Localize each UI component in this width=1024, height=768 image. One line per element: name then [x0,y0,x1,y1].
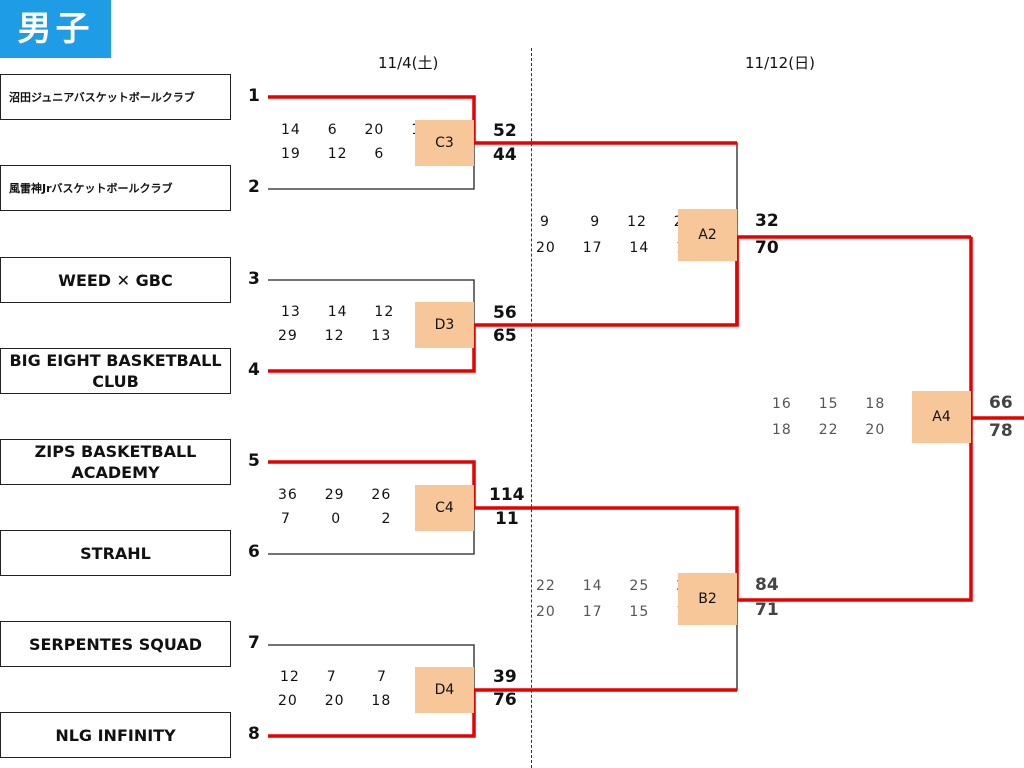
d4-score-bottom: 76 [493,690,517,710]
d3-score-bottom: 65 [493,326,517,346]
seed-1: 1 [248,86,260,106]
c3-quarters-bottom: 19 12 6 7 [281,146,435,162]
match-box-a4: A4 [912,391,971,443]
line-team7 [268,644,475,690]
match-box-a2: A2 [678,209,737,261]
team-box-1: 沼田ジュニアバスケットボールクラブ [0,74,231,120]
match-box-d4: D4 [415,667,474,713]
team-box-4: BIG EIGHT BASKETBALL CLUB [0,348,231,394]
team-box-5: ZIPS BASKETBALL ACADEMY [0,439,231,485]
b2-score-bottom: 71 [755,600,779,620]
seed-8: 8 [248,724,260,744]
a4-quarters-top: 16 15 18 17 [772,396,932,412]
match-box-d3: D3 [415,302,474,348]
round-divider [531,48,532,768]
d4-quarters-bottom: 20 20 18 18 [278,693,438,709]
win-line-team5 [268,416,1024,602]
team-box-7: SERPENTES SQUAD [0,621,231,667]
seed-7: 7 [248,633,260,653]
c3-quarters-top: 14 6 20 12 [281,122,432,138]
a2-score-bottom: 70 [755,238,779,258]
c4-score-top: 114 [489,485,525,505]
c3-score-bottom: 44 [493,145,517,165]
a4-score-bottom: 78 [989,421,1013,441]
seed-2: 2 [248,177,260,197]
d4-score-top: 39 [493,667,517,687]
team-box-3: WEED ✕ GBC [0,257,231,303]
a2-score-top: 32 [755,211,779,231]
b2-score-top: 84 [755,575,779,595]
c3-score-top: 52 [493,121,517,141]
b2-quarters-bottom: 20 17 15 19 [536,604,696,620]
round2-date: 11/12(日) [745,54,815,72]
seed-4: 4 [248,360,260,380]
c4-score-bottom: 11 [495,509,519,529]
bracket-title: 男子 [0,0,111,58]
match-box-b2: B2 [678,573,737,625]
win-line-team1 [268,95,737,145]
team-box-6: STRAHL [0,530,231,576]
a2-quarters-bottom: 20 17 14 19 [536,240,696,256]
d3-score-top: 56 [493,303,517,323]
seed-3: 3 [248,269,260,289]
win-line-team4 [268,235,971,373]
a2-quarters-top: 9 9 12 2 [540,214,684,230]
team-box-8: NLG INFINITY [0,712,231,758]
d3-quarters-bottom: 29 12 13 11 [278,328,438,344]
line-team2 [268,143,475,190]
a4-score-top: 66 [989,393,1013,413]
round1-date: 11/4(土) [378,54,439,72]
team-box-2: 風雷神Jrバスケットボールクラブ [0,165,231,211]
win-line-team8 [268,688,737,738]
line-team6 [268,508,475,555]
match-box-c4: C4 [415,485,474,531]
seed-6: 6 [248,542,260,562]
b2-quarters-top: 22 14 25 23 [536,578,696,594]
match-box-c3: C3 [415,120,474,166]
a4-quarters-bottom: 18 22 20 18 [772,422,932,438]
seed-5: 5 [248,451,260,471]
c4-quarters-top: 36 29 26 23 [278,487,438,503]
line-team3 [268,279,475,325]
